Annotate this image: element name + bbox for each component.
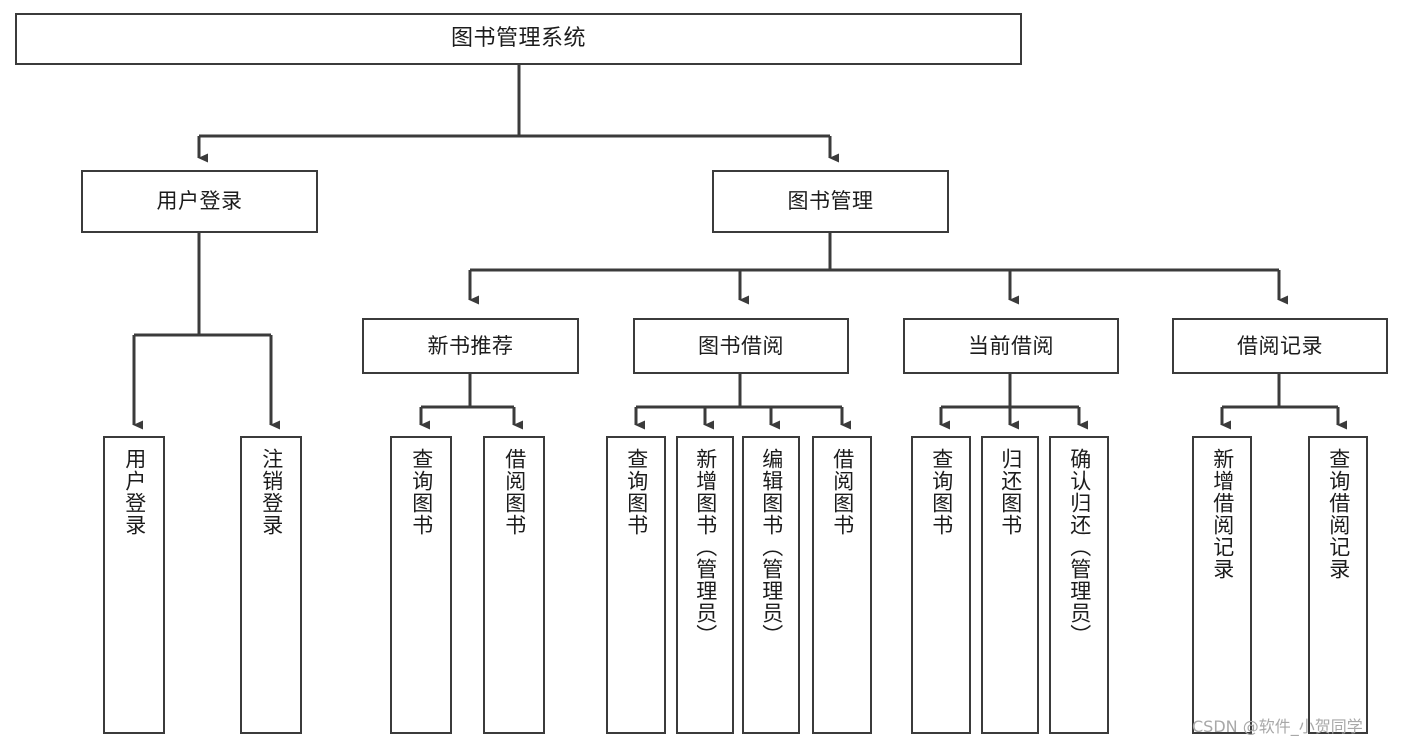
node-leaf-confirm-return[interactable]: 确认归还（管理员） <box>1049 436 1109 734</box>
node-root-book-management-system[interactable]: 图书管理系统 <box>15 13 1022 65</box>
csdn-watermark: CSDN @软件_小贺同学 <box>1192 717 1363 736</box>
node-leaf-query-record[interactable]: 查询借阅记录 <box>1308 436 1368 734</box>
node-label: 借阅图书 <box>502 448 527 536</box>
node-leaf-user-login[interactable]: 用户登录 <box>103 436 165 734</box>
node-label: 新增图书（管理员） <box>693 448 718 646</box>
node-label: 借阅记录 <box>1237 333 1323 358</box>
node-label: 归还图书 <box>998 448 1023 536</box>
node-label: 查询图书 <box>929 448 954 536</box>
node-leaf-logout[interactable]: 注销登录 <box>240 436 302 734</box>
node-leaf-query-book-2[interactable]: 查询图书 <box>606 436 666 734</box>
node-new-book-recommend[interactable]: 新书推荐 <box>362 318 579 374</box>
node-label: 注销登录 <box>259 448 284 536</box>
node-label: 确认归还（管理员） <box>1067 448 1092 646</box>
node-label: 用户登录 <box>122 448 147 536</box>
node-label: 图书管理 <box>787 189 874 213</box>
node-leaf-add-book[interactable]: 新增图书（管理员） <box>676 436 734 734</box>
node-label: 借阅图书 <box>830 448 855 536</box>
node-leaf-query-book-3[interactable]: 查询图书 <box>911 436 971 734</box>
node-book-borrow[interactable]: 图书借阅 <box>633 318 849 374</box>
node-leaf-borrow-book-2[interactable]: 借阅图书 <box>812 436 872 734</box>
node-leaf-edit-book[interactable]: 编辑图书（管理员） <box>742 436 800 734</box>
node-label: 查询图书 <box>409 448 434 536</box>
node-label: 查询借阅记录 <box>1326 448 1351 580</box>
node-label: 查询图书 <box>624 448 649 536</box>
node-label: 图书管理系统 <box>450 26 586 51</box>
node-user-login[interactable]: 用户登录 <box>81 170 318 233</box>
node-leaf-query-book-1[interactable]: 查询图书 <box>390 436 452 734</box>
node-leaf-return-book[interactable]: 归还图书 <box>981 436 1039 734</box>
node-label: 编辑图书（管理员） <box>759 448 784 646</box>
node-label: 新书推荐 <box>427 333 514 358</box>
node-borrow-record[interactable]: 借阅记录 <box>1172 318 1388 374</box>
node-label: 图书借阅 <box>698 333 784 358</box>
node-current-borrow[interactable]: 当前借阅 <box>903 318 1119 374</box>
node-label: 用户登录 <box>156 189 243 213</box>
node-leaf-add-record[interactable]: 新增借阅记录 <box>1192 436 1252 734</box>
node-book-management[interactable]: 图书管理 <box>712 170 949 233</box>
node-label: 新增借阅记录 <box>1210 448 1235 580</box>
node-leaf-borrow-book-1[interactable]: 借阅图书 <box>483 436 545 734</box>
node-label: 当前借阅 <box>968 333 1054 358</box>
